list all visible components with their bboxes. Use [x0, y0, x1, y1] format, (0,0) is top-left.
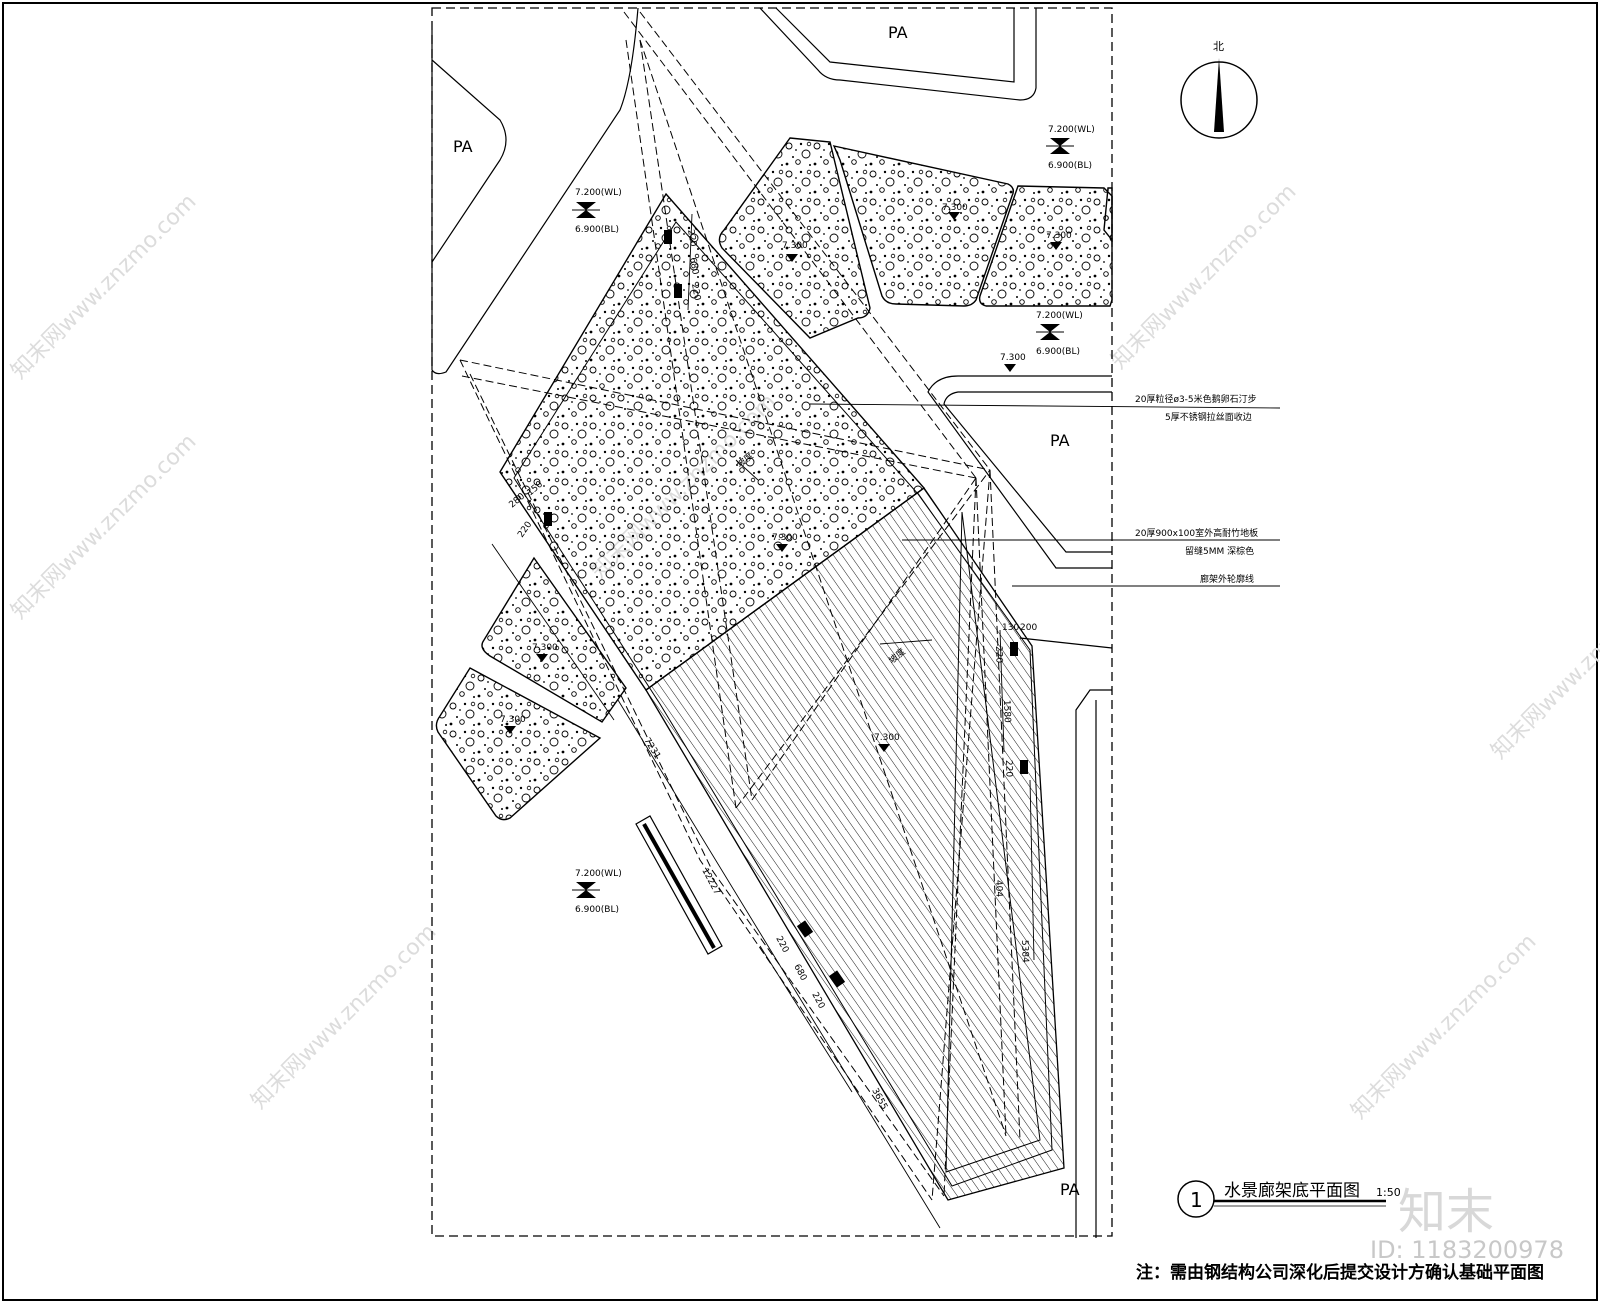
watermark-text: 知末网www.znzmo.com	[1347, 929, 1542, 1124]
zone-label-pa: PA	[1060, 1180, 1080, 1199]
spot-elevation-marker: 7.300	[1046, 231, 1072, 250]
road-edges	[431, 7, 1113, 1238]
dimension-label: 220	[809, 991, 826, 1011]
level-marker: 7.200(WL) 6.900(BL)	[1046, 125, 1095, 171]
dimension-label: 5384	[1019, 940, 1030, 964]
callout-gravel: 5厚不锈钢拉丝面收边	[1165, 411, 1252, 423]
spot-elevations: 7.300 7.300 7.300 7.300 7.300 7.300 7.30…	[500, 203, 1072, 752]
level-marker: 7.200(WL) 6.900(BL)	[572, 188, 622, 235]
svg-text:7.300: 7.300	[1046, 231, 1072, 241]
dimension-label: 220	[1003, 760, 1014, 778]
svg-text:7.300: 7.300	[500, 715, 526, 725]
drawing-title: 水景廊架底平面图	[1224, 1181, 1360, 1201]
svg-text:7.200(WL): 7.200(WL)	[575, 869, 622, 879]
callout-deck: 留缝5MM 深棕色	[1185, 545, 1254, 557]
svg-text:6.900(BL): 6.900(BL)	[1036, 347, 1080, 357]
spot-elevation-marker: 7.300	[782, 241, 808, 262]
dimension-label: 220	[516, 520, 534, 540]
level-marker: 7.200(WL) 6.900(BL)	[572, 869, 622, 915]
dimension-label: 7231	[641, 736, 662, 761]
dimension-lines	[491, 213, 1035, 1229]
dimension-label: 404	[993, 880, 1004, 898]
north-label: 北	[1213, 40, 1224, 53]
design-note: 注：需由钢结构公司深化后提交设计方确认基础平面图	[1136, 1262, 1544, 1283]
level-marker: 7.200(WL) 6.900(BL)	[1036, 311, 1083, 357]
spot-elevation-marker: 7.300	[772, 533, 798, 552]
svg-text:7.300: 7.300	[772, 533, 798, 543]
spot-elevation-marker: 7.300	[874, 733, 900, 752]
drawing-scale: 1:50	[1376, 1186, 1401, 1199]
callouts: 20厚粒径ø3-5米色鹅卵石汀步 5厚不锈钢拉丝面收边 20厚900x100室外…	[809, 393, 1281, 587]
pergola-outline	[513, 221, 1053, 1187]
dimension-label: 220	[993, 646, 1004, 664]
dimension-label: 200	[1020, 623, 1037, 633]
watermark-text: 知末网www.znzmo.com	[1107, 179, 1302, 374]
site-boundary	[431, 7, 1113, 1237]
callout-gravel: 20厚粒径ø3-5米色鹅卵石汀步	[1135, 393, 1257, 405]
spot-elevation-marker: 7.300	[942, 203, 968, 220]
dimension-label: 1580	[1001, 700, 1012, 724]
callout-deck: 20厚900x100室外高耐竹地板	[1135, 527, 1258, 539]
watermark-id: ID: 1183200978	[1370, 1236, 1564, 1264]
watermark-text: 知末网www.znzmo.com	[7, 429, 202, 624]
svg-text:6.900(BL): 6.900(BL)	[575, 905, 619, 915]
svg-text:7.300: 7.300	[532, 643, 558, 653]
dimension-label: 220	[689, 283, 702, 302]
dimension-label: 220	[685, 229, 698, 248]
bench	[635, 815, 723, 955]
spot-elevation-marker: 7.300	[532, 643, 558, 662]
level-markers: 7.200(WL) 6.900(BL) 7.200(WL) 6.900(BL) …	[572, 125, 1095, 915]
dimension-label: 680	[791, 963, 808, 983]
zone-label-pa: PA	[453, 137, 473, 156]
drawing-number: 1	[1190, 1188, 1203, 1212]
dimension-label: 220	[773, 935, 790, 955]
watermark-text: 知末网www.znzmo.com	[7, 189, 202, 384]
svg-text:7.200(WL): 7.200(WL)	[1048, 125, 1095, 135]
svg-text:7.200(WL): 7.200(WL)	[575, 188, 622, 198]
dimension-label: 130	[1002, 623, 1019, 633]
svg-text:7.200(WL): 7.200(WL)	[1036, 311, 1083, 321]
dimension-label: 680	[687, 257, 700, 276]
svg-text:6.900(BL): 6.900(BL)	[575, 225, 619, 235]
north-arrow-icon: 北	[1180, 40, 1258, 139]
gravel-areas	[435, 137, 1113, 821]
columns	[544, 230, 1028, 988]
spot-elevation-marker: 7.300	[500, 715, 526, 734]
watermark-text: 知末网www.znzmo.com	[247, 919, 442, 1114]
svg-text:7.300: 7.300	[942, 203, 968, 213]
watermark-text: 知末网www.znzmo.com	[1487, 569, 1600, 764]
zone-label-pa: PA	[888, 23, 908, 42]
pergola-structure	[459, 11, 1021, 1201]
svg-text:6.900(BL): 6.900(BL)	[1048, 161, 1092, 171]
svg-text:7.300: 7.300	[874, 733, 900, 743]
zone-label-pa: PA	[1050, 431, 1070, 450]
callout-outline: 廊架外轮廓线	[1200, 573, 1254, 585]
svg-text:7.300: 7.300	[1000, 353, 1026, 363]
title-block: 1 水景廊架底平面图 1:50	[1177, 1180, 1401, 1218]
dimension-label: 12227	[699, 867, 721, 897]
spot-elevation-marker: 7.300	[1000, 353, 1026, 372]
svg-text:7.300: 7.300	[782, 241, 808, 251]
watermark-logo: 知末	[1398, 1184, 1494, 1240]
